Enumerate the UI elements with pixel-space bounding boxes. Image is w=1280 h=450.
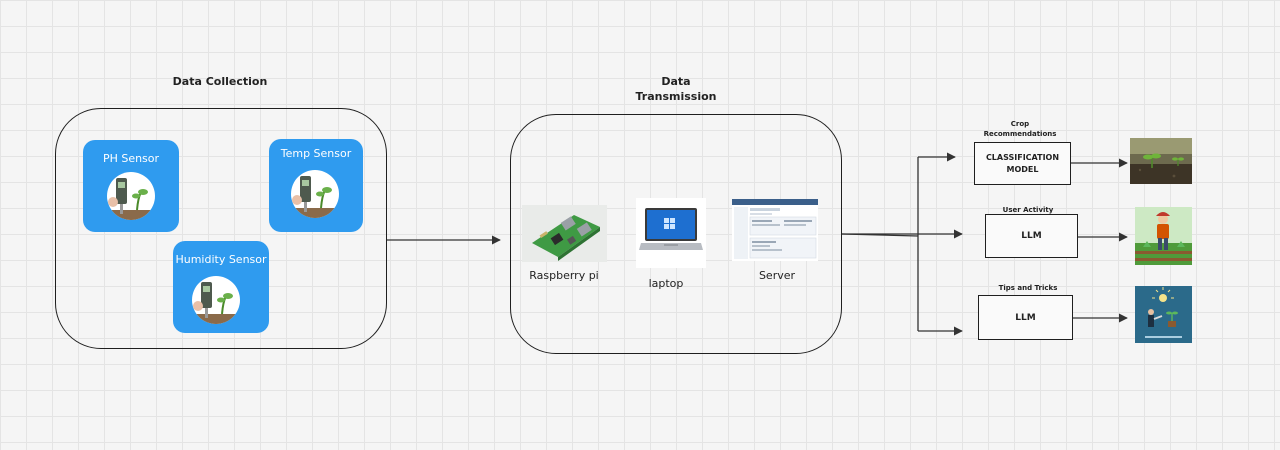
- server-image: [732, 199, 818, 261]
- tips-illustration-image: [1135, 286, 1192, 343]
- laptop-image: [636, 198, 706, 268]
- ph-sensor-icon: [107, 172, 155, 220]
- temp-sensor-icon: [291, 170, 339, 218]
- temp-sensor-card: Temp Sensor: [269, 139, 363, 232]
- crop-recommendations-label-line2: Recommendations: [983, 130, 1057, 138]
- raspberry-pi-image: [522, 205, 607, 262]
- data-transmission-group: [510, 114, 842, 354]
- data-collection-group: [55, 108, 387, 349]
- classification-model-line1: CLASSIFICATION: [985, 152, 1060, 162]
- seedling-soil-image: [1130, 138, 1192, 184]
- data-transmission-title: Data Transmission: [606, 74, 746, 104]
- ph-sensor-card: PH Sensor: [83, 140, 179, 232]
- data-transmission-title-line1: Data: [661, 75, 691, 88]
- crop-recommendations-label-line1: Crop: [1010, 120, 1030, 128]
- tips-and-tricks-llm-box: LLM: [978, 295, 1073, 340]
- humidity-sensor-icon: [192, 276, 240, 324]
- laptop-label: laptop: [648, 277, 684, 290]
- server-label: Server: [758, 269, 796, 282]
- humidity-sensor-card: Humidity Sensor: [173, 241, 269, 333]
- crop-recommendations-label: Crop Recommendations: [968, 119, 1072, 139]
- humidity-sensor-label: Humidity Sensor: [175, 253, 267, 266]
- classification-model-box: CLASSIFICATION MODEL: [974, 142, 1071, 185]
- raspberry-pi-label: Raspberry pi: [529, 269, 599, 282]
- user-activity-llm-box: LLM: [985, 214, 1078, 258]
- data-collection-title: Data Collection: [172, 75, 268, 88]
- tips-and-tricks-label: Tips and Tricks: [998, 284, 1058, 292]
- farmer-image: [1135, 207, 1192, 265]
- user-activity-label: User Activity: [1002, 206, 1054, 214]
- classification-model-line2: MODEL: [1006, 164, 1039, 174]
- ph-sensor-label: PH Sensor: [102, 152, 160, 165]
- temp-sensor-label: Temp Sensor: [280, 147, 352, 160]
- data-transmission-title-line2: Transmission: [635, 90, 717, 103]
